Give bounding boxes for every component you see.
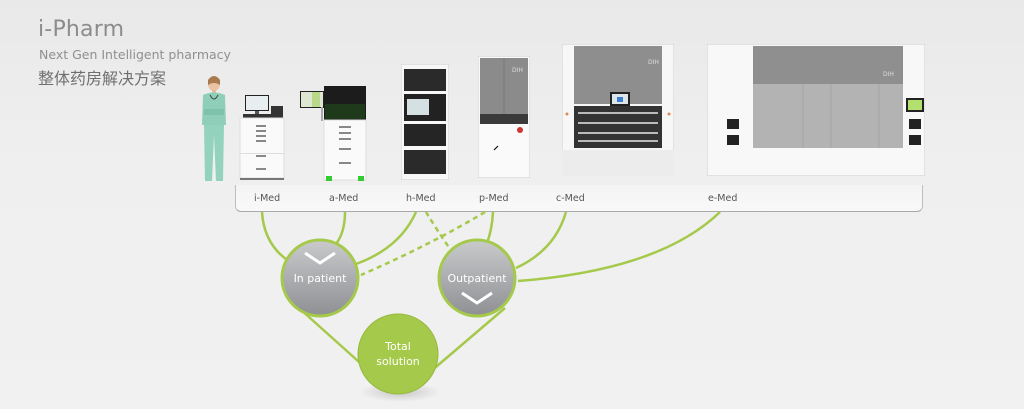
product-shelf bbox=[235, 185, 923, 212]
machine-i-med[interactable] bbox=[238, 95, 286, 180]
link-p-med-inpatient-dashed bbox=[360, 210, 486, 277]
label-a-med[interactable]: a-Med bbox=[329, 193, 359, 204]
link-c-med-outpatient bbox=[515, 211, 568, 270]
app-subtitle: Next Gen Intelligent pharmacy bbox=[39, 47, 231, 62]
machine-p-med[interactable]: DIH bbox=[477, 55, 531, 179]
app-subtitle-chinese: 整体药房解决方案 bbox=[38, 69, 167, 88]
node-inpatient[interactable]: In patient bbox=[280, 238, 360, 318]
node-total-label-line2: solution bbox=[376, 355, 420, 368]
link-a-med-inpatient bbox=[334, 211, 347, 245]
link-inpatient-total bbox=[299, 308, 369, 371]
e-med-badge: DIH bbox=[883, 71, 894, 78]
link-p-med-outpatient bbox=[485, 211, 495, 244]
machine-c-med[interactable]: DIH bbox=[561, 43, 675, 177]
link-e-med-outpatient bbox=[517, 211, 721, 283]
node-outpatient-label: Outpatient bbox=[447, 272, 507, 285]
node-outpatient[interactable]: Outpatient bbox=[437, 238, 517, 318]
link-outpatient-total bbox=[429, 307, 506, 373]
c-med-badge: DIH bbox=[648, 59, 659, 66]
label-c-med[interactable]: c-Med bbox=[556, 193, 585, 204]
node-inpatient-label: In patient bbox=[294, 272, 348, 285]
label-p-med[interactable]: p-Med bbox=[479, 193, 509, 204]
machine-h-med[interactable] bbox=[400, 63, 450, 181]
p-med-badge: DIH bbox=[512, 67, 523, 74]
node-total-solution[interactable]: Total solution bbox=[357, 313, 439, 395]
label-h-med[interactable]: h-Med bbox=[406, 193, 436, 204]
app-title: i-Pharm bbox=[38, 17, 125, 42]
label-i-med[interactable]: i-Med bbox=[254, 193, 281, 204]
link-h-med-outpatient-dashed bbox=[424, 211, 454, 253]
chevron-down-icon bbox=[461, 291, 493, 305]
link-h-med-inpatient bbox=[355, 211, 418, 266]
link-i-med-inpatient bbox=[260, 211, 291, 264]
node-total-label-line1: Total bbox=[384, 340, 411, 353]
nurse-figure bbox=[197, 73, 231, 189]
chevron-down-icon bbox=[304, 251, 336, 265]
label-e-med[interactable]: e-Med bbox=[708, 193, 738, 204]
machine-a-med[interactable] bbox=[299, 86, 369, 182]
machine-e-med[interactable]: DIH bbox=[706, 43, 926, 177]
